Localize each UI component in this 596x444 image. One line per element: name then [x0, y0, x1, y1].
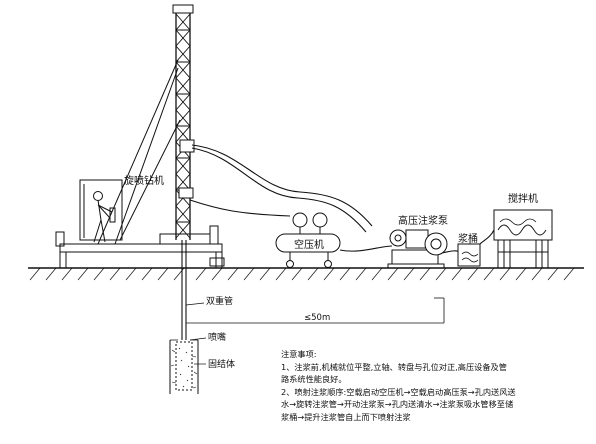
- drilling-rig: [55, 179, 225, 268]
- air-compressor: [275, 212, 341, 268]
- pump-label: 高压注浆泵: [398, 214, 448, 227]
- high-pressure-pump: [387, 229, 448, 269]
- rig-label: 旋喷钻机: [124, 174, 164, 187]
- drill-mast: [97, 4, 195, 245]
- distance-label: ≤50m: [304, 313, 330, 323]
- bucket-label: 浆桶: [458, 232, 478, 245]
- notes-line-1: 1、注浆前,机械就位平整,立轴、转盘与孔位对正,高压设备及管: [281, 361, 507, 372]
- borehole: [169, 339, 199, 394]
- notes-line-5: 浆桶→提升注浆管自上而下喷射注浆: [281, 411, 411, 422]
- notes-line-4: 水→旋转注浆管→开动注浆泵→孔内送清水→注浆泵吸水管移至储: [281, 399, 514, 410]
- double-pipe-label: 双重管: [206, 295, 233, 307]
- notes-line-2: 路系统性能良好。: [281, 374, 347, 385]
- notes-block: 注意事项: 1、注浆前,机械就位平整,立轴、转盘与孔位对正,高压设备及管 路系统…: [281, 348, 581, 424]
- mixer: [493, 209, 553, 269]
- hoses: [189, 144, 495, 254]
- drill-pipe: [181, 240, 187, 340]
- body-label: 固结体: [208, 358, 235, 370]
- slurry-bucket: [457, 243, 481, 267]
- notes-title: 注意事项:: [281, 349, 317, 359]
- compressor-label: 空压机: [294, 238, 324, 251]
- distance-dimension: [186, 297, 445, 324]
- mixer-label: 搅拌机: [508, 192, 538, 205]
- operator-figure: [93, 191, 116, 243]
- leader-lines: [185, 240, 471, 365]
- notes-line-3: 2、喷射注浆顺序:空载启动空压机→空载启动高压泵→孔内送风送: [281, 386, 516, 397]
- ground: [28, 267, 584, 281]
- nozzle-label: 喷嘴: [208, 332, 226, 343]
